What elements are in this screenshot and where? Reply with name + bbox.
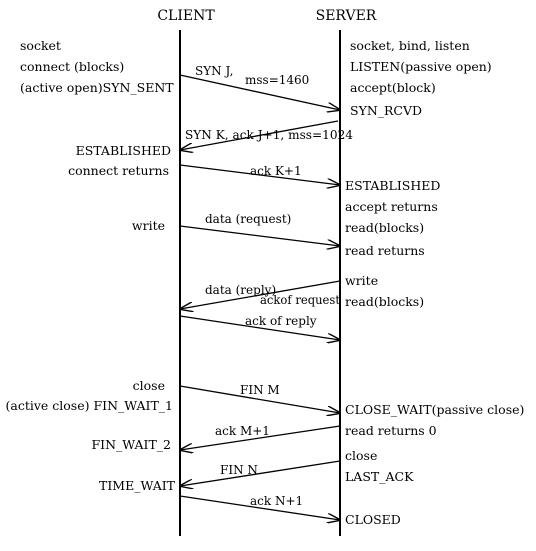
client-label-syn-sent: (active open)SYN_SENT	[20, 80, 174, 95]
message-ack-reply: ack of reply	[179, 314, 340, 340]
message-label: ack M+1	[215, 424, 270, 438]
message-ack-n1: ack N+1	[179, 494, 340, 520]
message-arrow	[180, 460, 341, 486]
client-label-connect-returns: connect returns	[68, 163, 169, 178]
message-label: ackof request	[260, 293, 340, 307]
message-arrow	[180, 120, 339, 150]
message-arrow	[179, 385, 340, 413]
message-ack-m1: ack M+1	[180, 424, 341, 450]
message-label: ack N+1	[250, 494, 303, 508]
server-label-syn-rcvd: SYN_RCVD	[350, 103, 422, 118]
server-label-read-blocks: read(blocks)	[345, 220, 424, 235]
message-arrow	[179, 315, 340, 340]
client-label-fin-wait-2: FIN_WAIT_2	[91, 437, 171, 452]
message-arrow	[179, 74, 340, 110]
server-label-accept-block: accept(block)	[350, 80, 436, 95]
message-data-request: data (request)	[179, 212, 340, 246]
client-label-socket: socket	[20, 38, 61, 53]
client-label-established: ESTABLISHED	[76, 143, 171, 158]
server-label-close-wait: CLOSE_WAIT(passive close)	[345, 402, 524, 417]
server-label-accept-returns: accept returns	[345, 199, 438, 214]
message-label: data (reply)	[205, 283, 276, 297]
message-fin-m: FIN M	[179, 383, 340, 413]
client-label-write: write	[132, 218, 165, 233]
client-label-connect: connect (blocks)	[20, 59, 124, 74]
message-ack-k1: ack K+1	[179, 164, 340, 185]
message-syn-j: SYN J, mss=1460	[179, 64, 340, 110]
message-label: ack K+1	[250, 164, 302, 178]
message-label: mss=1460	[245, 73, 309, 87]
server-label-last-ack: LAST_ACK	[345, 469, 414, 484]
server-header: SERVER	[316, 8, 377, 24]
server-label-listen: LISTEN(passive open)	[350, 59, 492, 74]
message-data-reply: data (reply) ackof request	[180, 280, 341, 309]
message-syn-k: SYN K, ack J+1, mss=1024	[180, 120, 353, 150]
client-label-fin-wait-1: (active close) FIN_WAIT_1	[6, 398, 174, 413]
server-label-closed: CLOSED	[345, 512, 401, 527]
server-label-read-returns: read returns	[345, 243, 425, 258]
message-label: FIN M	[240, 383, 280, 397]
server-label-socket-bind-listen: socket, bind, listen	[350, 38, 470, 53]
client-label-close: close	[133, 378, 165, 393]
message-arrow	[179, 225, 340, 246]
server-labels: socket, bind, listen LISTEN(passive open…	[345, 38, 524, 527]
message-label: SYN J,	[195, 64, 233, 78]
client-labels: socket connect (blocks) (active open)SYN…	[6, 38, 176, 493]
client-header: CLIENT	[157, 8, 215, 24]
server-label-established: ESTABLISHED	[345, 178, 440, 193]
message-arrow	[180, 425, 341, 450]
server-label-close: close	[345, 448, 377, 463]
message-arrow	[179, 164, 340, 185]
message-label: FIN N	[220, 463, 258, 477]
server-label-read-returns-0: read returns 0	[345, 423, 437, 438]
message-arrow	[180, 280, 341, 309]
message-label: ack of reply	[245, 314, 317, 328]
client-label-time-wait: TIME_WAIT	[99, 478, 176, 493]
message-arrow	[179, 495, 340, 520]
server-label-read-blocks-2: read(blocks)	[345, 294, 424, 309]
message-label: SYN K, ack J+1, mss=1024	[185, 128, 353, 142]
message-label: data (request)	[205, 212, 291, 226]
message-fin-n: FIN N	[180, 460, 341, 486]
server-label-write: write	[345, 273, 378, 288]
